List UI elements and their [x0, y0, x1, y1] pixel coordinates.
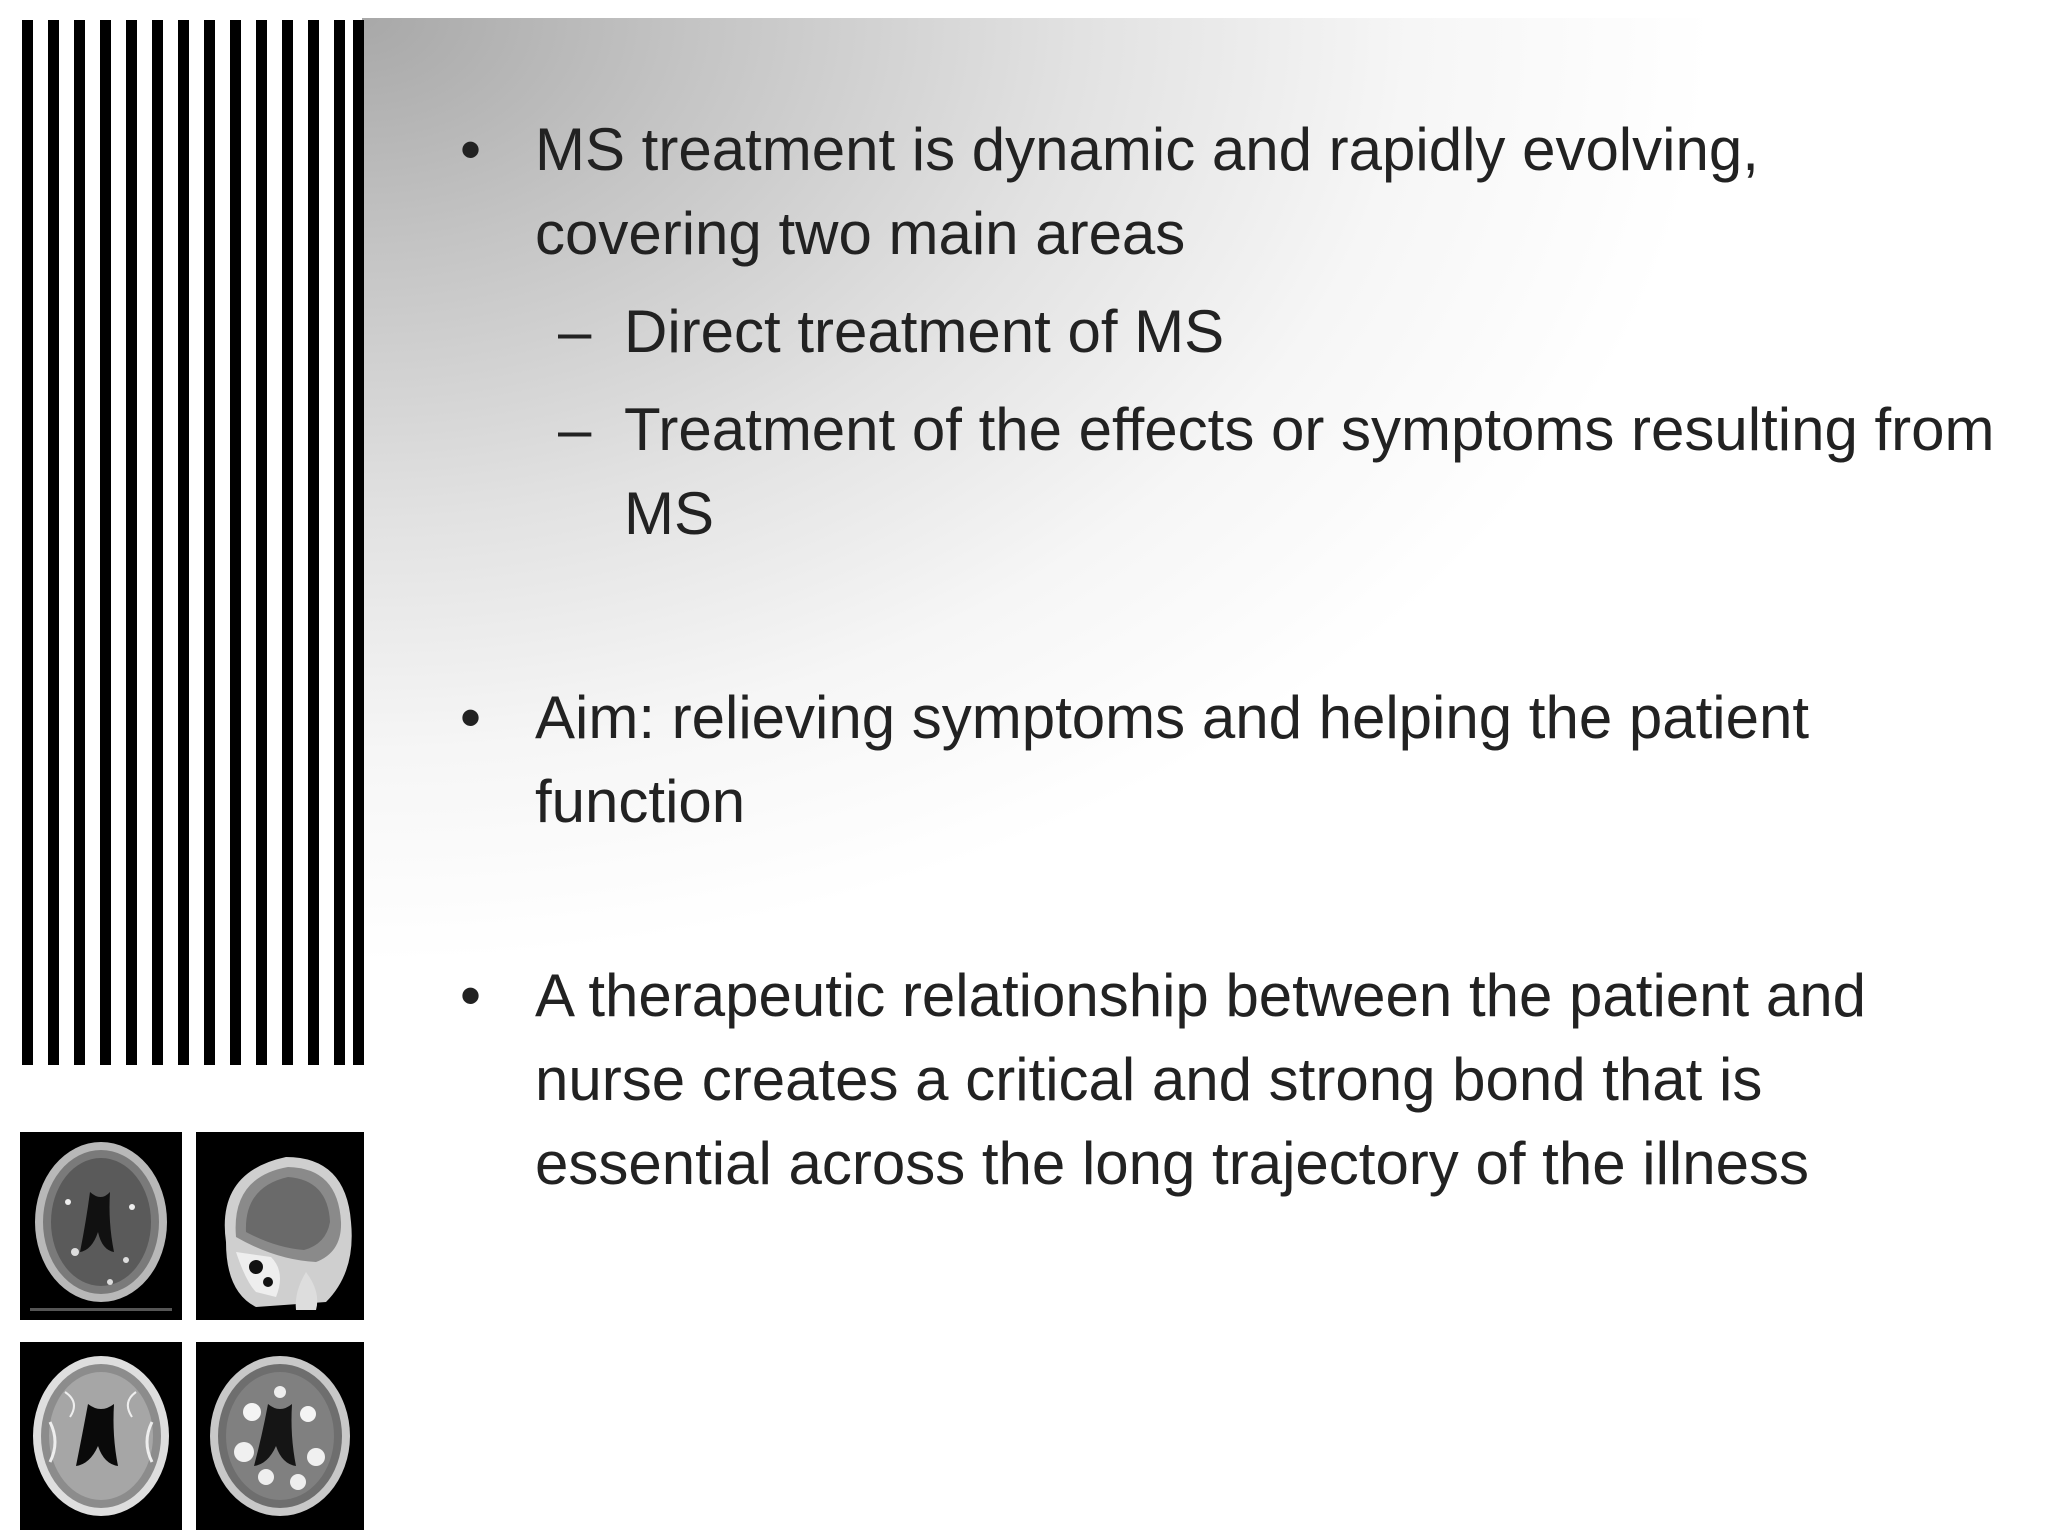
stripe	[353, 20, 364, 1065]
mri-axial-brain-lesions-scan-icon	[196, 1342, 364, 1530]
sub-bullet-text: Direct treatment of MS	[624, 298, 1225, 365]
bullet-text: MS treatment is dynamic and rapidly evol…	[535, 116, 1759, 267]
stripe	[48, 20, 59, 1065]
stripe	[308, 20, 319, 1065]
bullet-item-1: • MS treatment is dynamic and rapidly ev…	[440, 108, 2000, 276]
stripe	[126, 20, 137, 1065]
bullet-item-3: • A therapeutic relationship between the…	[440, 954, 2000, 1206]
bullet-glyph: •	[460, 684, 482, 751]
stripe	[22, 20, 33, 1065]
stripe	[152, 20, 163, 1065]
bullet-glyph: •	[460, 962, 482, 1029]
mri-image-grid	[20, 1132, 364, 1530]
sub-bullet-text: Treatment of the effects or symptoms res…	[624, 396, 1995, 547]
stripe	[178, 20, 189, 1065]
mri-axial-brain-scan-icon	[20, 1342, 182, 1530]
bullet-list: • MS treatment is dynamic and rapidly ev…	[440, 108, 2000, 1206]
sub-bullet-glyph: –	[558, 396, 592, 463]
stripe	[74, 20, 85, 1065]
stripe	[100, 20, 111, 1065]
spacer	[440, 844, 2000, 954]
stripe	[230, 20, 241, 1065]
sub-bullet-item-1: – Direct treatment of MS	[440, 290, 2000, 374]
bullet-item-2: • Aim: relieving symptoms and helping th…	[440, 676, 2000, 844]
background-gradient	[362, 18, 2048, 1118]
sub-bullet-item-2: – Treatment of the effects or symptoms r…	[440, 388, 2000, 556]
mri-sagittal-head-scan-icon	[196, 1132, 364, 1320]
bullet-glyph: •	[460, 116, 482, 183]
bullet-text: A therapeutic relationship between the p…	[535, 962, 1866, 1197]
bullet-text: Aim: relieving symptoms and helping the …	[535, 684, 1810, 835]
stripe	[204, 20, 215, 1065]
sub-bullet-glyph: –	[558, 298, 592, 365]
stripe	[256, 20, 267, 1065]
stripe	[334, 20, 345, 1065]
spacer	[440, 556, 2000, 676]
mri-axial-brain-scan-icon	[20, 1132, 182, 1320]
decorative-stripes	[22, 20, 364, 1065]
stripe	[282, 20, 293, 1065]
